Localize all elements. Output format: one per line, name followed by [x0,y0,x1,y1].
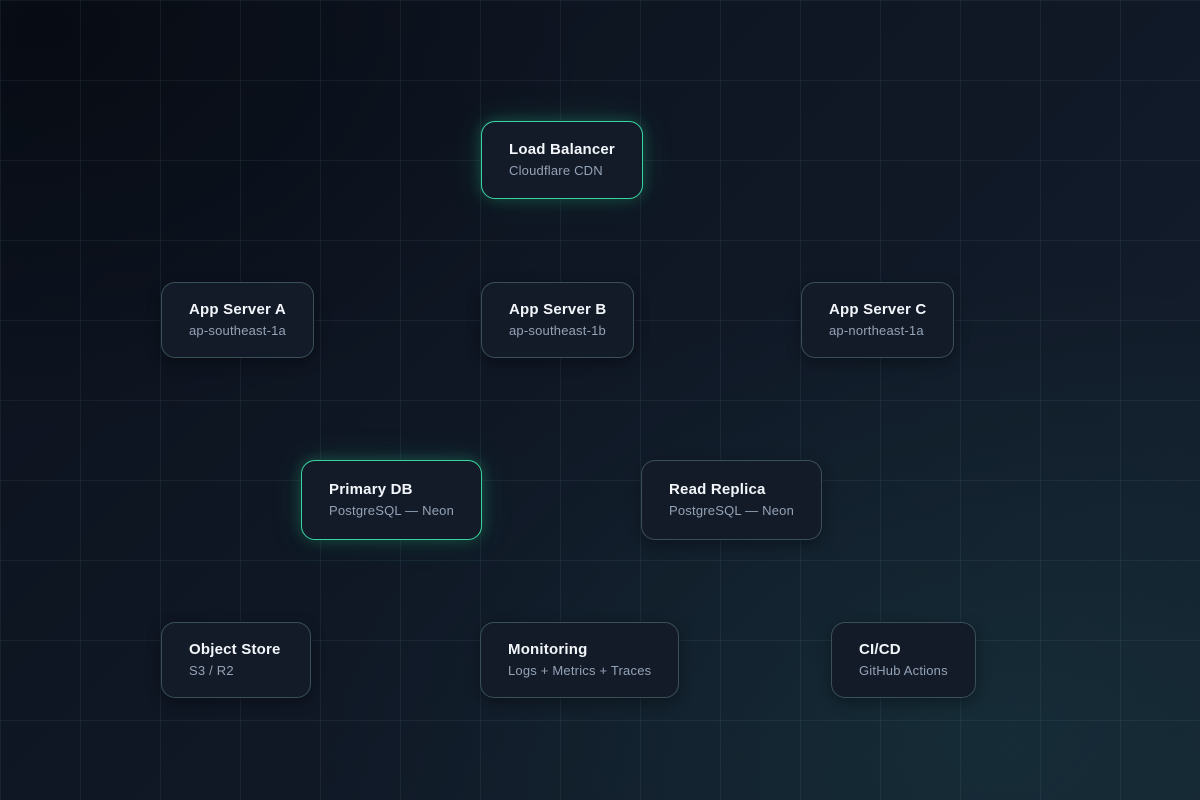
node-object-store[interactable]: Object Store S3 / R2 [161,622,311,698]
node-subtitle: ap-southeast-1b [509,323,606,339]
node-app-server-b[interactable]: App Server B ap-southeast-1b [481,282,635,358]
node-app-server-a[interactable]: App Server A ap-southeast-1a [161,282,314,358]
node-subtitle: S3 / R2 [189,663,234,679]
node-subtitle: Cloudflare CDN [509,163,603,179]
node-primary-db[interactable]: Primary DB PostgreSQL — Neon [301,460,483,540]
node-subtitle: Logs + Metrics + Traces [508,663,652,679]
node-title: CI/CD [859,640,901,658]
node-title: Monitoring [508,640,588,658]
node-subtitle: GitHub Actions [859,663,948,679]
node-app-server-c[interactable]: App Server C ap-northeast-1a [801,282,955,358]
node-title: Load Balancer [509,140,615,158]
node-title: App Server C [829,300,927,318]
node-subtitle: PostgreSQL — Neon [329,503,455,519]
node-ci-cd[interactable]: CI/CD GitHub Actions [831,622,976,698]
node-title: Primary DB [329,480,413,498]
node-title: App Server A [189,300,286,318]
node-subtitle: PostgreSQL — Neon [669,503,795,519]
node-subtitle: ap-southeast-1a [189,323,286,339]
node-subtitle: ap-northeast-1a [829,323,924,339]
node-title: Object Store [189,640,281,658]
node-title: Read Replica [669,480,766,498]
node-title: App Server B [509,300,607,318]
